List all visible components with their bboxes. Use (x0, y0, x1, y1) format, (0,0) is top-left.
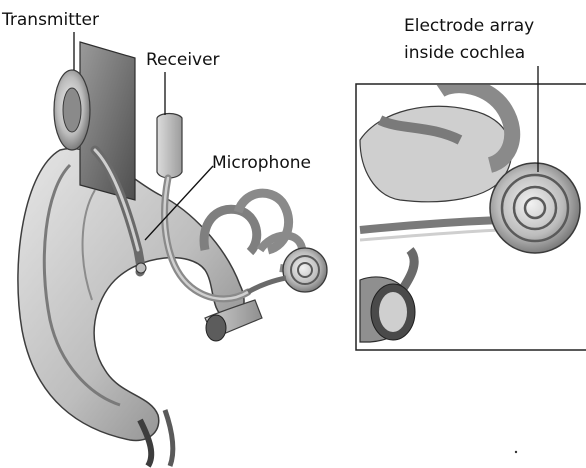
inset-panel (356, 84, 586, 350)
microphone-label: Microphone (212, 155, 311, 172)
electrode-array-label: Electrode array (404, 18, 534, 35)
transmitter-label: Transmitter (2, 12, 99, 29)
receiver-label: Receiver (146, 52, 220, 69)
inside-cochlea-label: inside cochlea (404, 45, 525, 62)
stray-dot (515, 451, 517, 453)
